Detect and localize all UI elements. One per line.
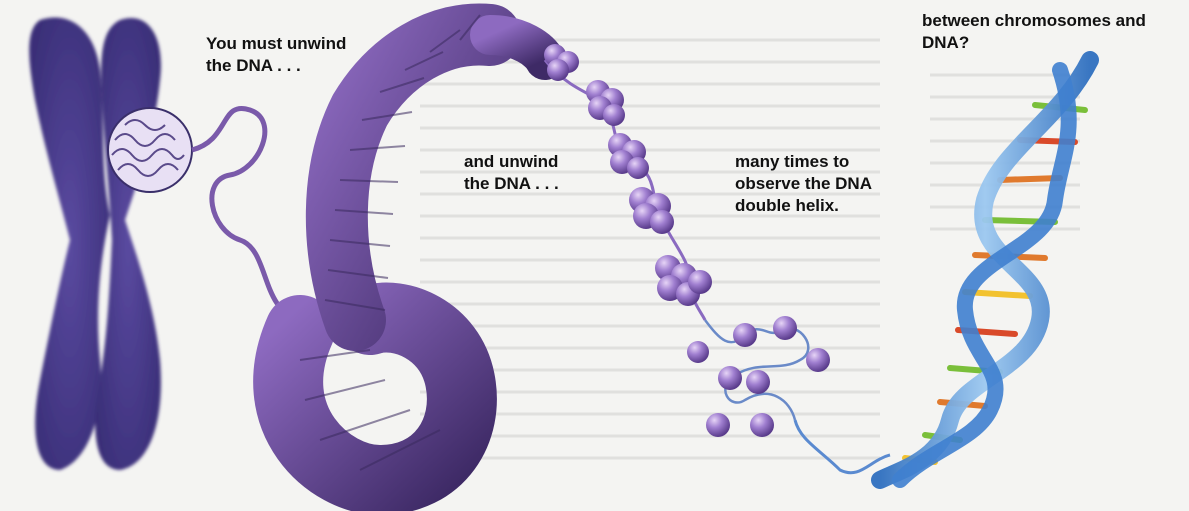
caption-line: You must unwind (206, 33, 346, 55)
zoom-circle-icon (108, 108, 192, 192)
caption-line: observe the DNA (735, 173, 872, 195)
caption-line: many times to (735, 151, 872, 173)
dna-double-helix-icon (880, 60, 1090, 480)
caption-question: between chromosomes and DNA? (922, 10, 1146, 54)
caption-line: the DNA . . . (206, 55, 346, 77)
nucleosome-icon (687, 316, 830, 437)
caption-line: and unwind (464, 151, 559, 173)
dna-thread (795, 420, 890, 473)
caption-unwind-second: and unwind the DNA . . . (464, 151, 559, 195)
caption-many-times: many times to observe the DNA double hel… (735, 151, 872, 217)
caption-line: double helix. (735, 195, 872, 217)
background-text-lines (420, 40, 1080, 458)
caption-line: the DNA . . . (464, 173, 559, 195)
chromosome-icon (29, 17, 161, 470)
caption-line: between chromosomes and (922, 10, 1146, 32)
caption-unwind-first: You must unwind the DNA . . . (206, 33, 346, 77)
caption-line: DNA? (922, 32, 1146, 54)
chromatin-fiber (192, 108, 300, 320)
